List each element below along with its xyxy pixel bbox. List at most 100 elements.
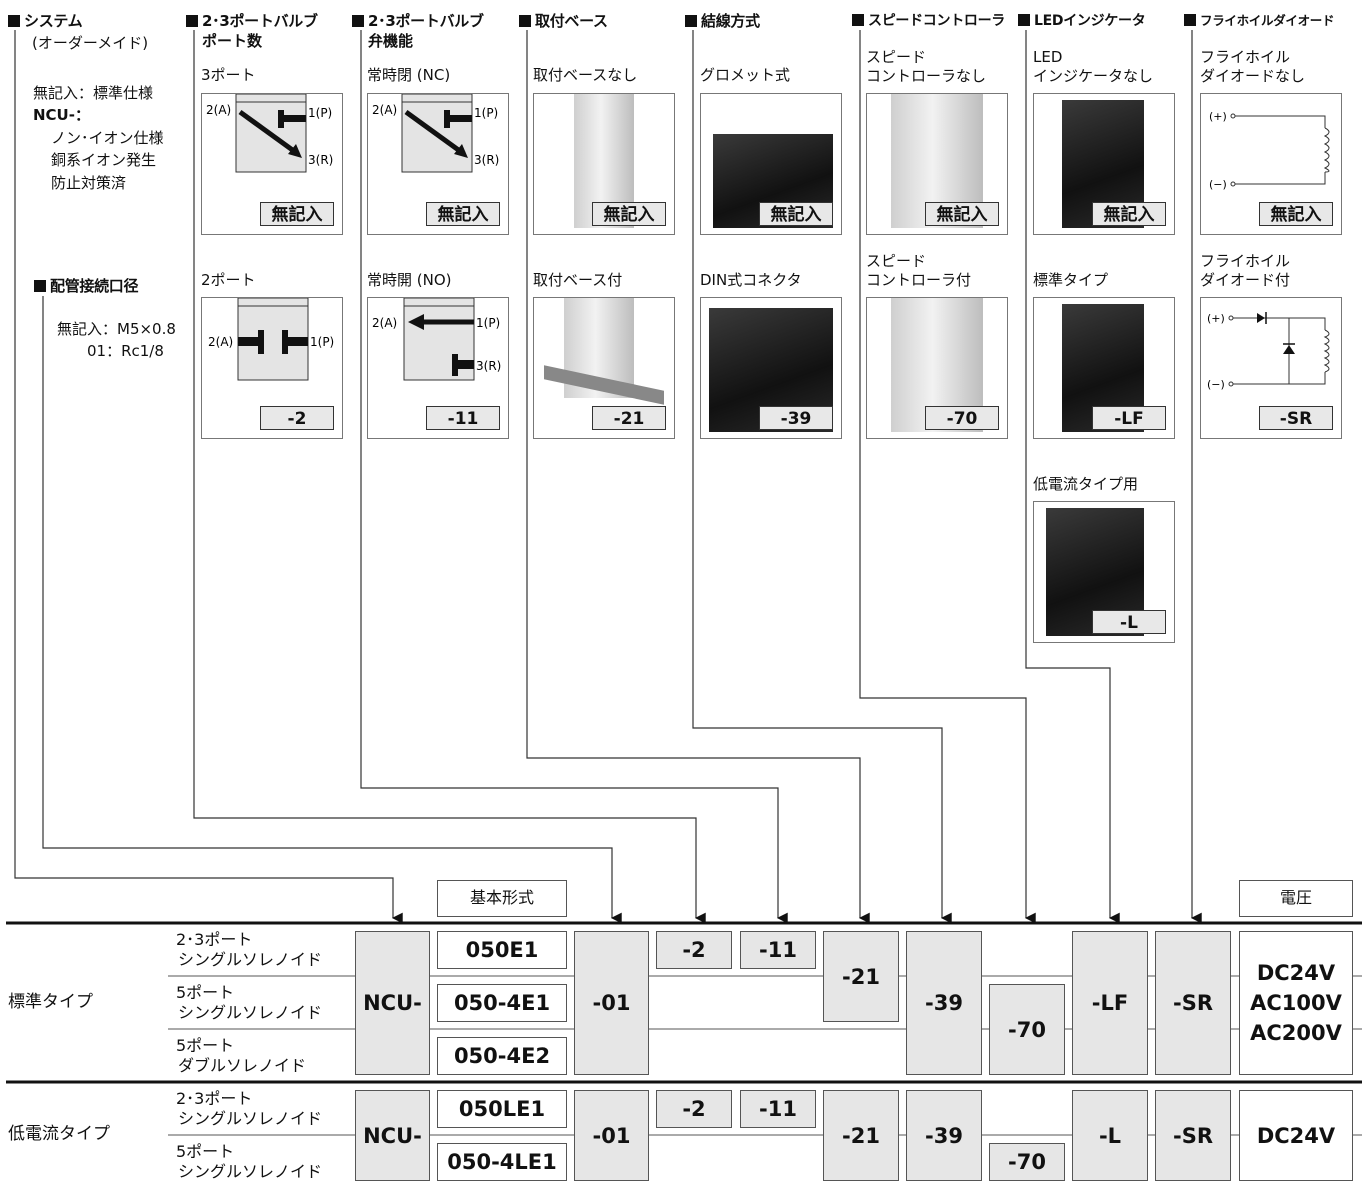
code-speed-with: -70 [925, 406, 999, 430]
std-row3-l2: ダブルソレノイド [178, 1056, 307, 1075]
base-opt1-label: 取付ベースなし [533, 66, 638, 84]
std-row2-l1: 5ポート [176, 983, 235, 1002]
led-opt2-label: 標準タイプ [1033, 271, 1109, 289]
low-code-wiring: -39 [906, 1090, 982, 1181]
card-base-with: -21 [533, 297, 675, 439]
valve-2port-symbol: 2(A) 1(P) [208, 298, 334, 381]
svg-text:3(R): 3(R) [476, 359, 501, 373]
std-code-led: -LF [1072, 931, 1148, 1075]
line-ports [193, 30, 706, 924]
line-speed [859, 30, 1036, 924]
group-standard: 標準タイプ [8, 992, 93, 1012]
func-opt2-label: 常時開 (NO) [367, 271, 452, 289]
svg-text:(+): (+) [1207, 312, 1225, 325]
svg-text:1(P): 1(P) [474, 106, 498, 120]
line-led [1025, 30, 1120, 924]
low-code-led: -L [1072, 1090, 1148, 1181]
code-led-low: -L [1092, 610, 1166, 634]
svg-text:2(A): 2(A) [372, 103, 397, 117]
group-low: 低電流タイプ [8, 1124, 110, 1144]
card-wiring-grommet: 無記入 [700, 93, 842, 235]
std-code-system: NCU- [355, 931, 430, 1075]
code-ports-2: -2 [260, 406, 334, 430]
system-opt-2: ノン･イオン仕様 [51, 129, 164, 147]
line-base [526, 30, 870, 924]
diode-circuit-symbol: (+) (−) [1207, 312, 1330, 391]
header-led: LEDインジケータ [1018, 10, 1146, 30]
std-model-2: 050-4E1 [437, 984, 567, 1022]
ports-opt1-label: 3ポート [201, 66, 256, 84]
card-led-none: 無記入 [1033, 93, 1175, 235]
code-base-none: 無記入 [592, 202, 666, 226]
low-code-speed: -70 [989, 1143, 1065, 1181]
header-system-sub: (オーダーメイド) [32, 34, 149, 52]
diode-opt2-label2: ダイオード付 [1200, 271, 1291, 289]
valve-3port-symbol: 2(A) 1(P) 3(R) [206, 94, 333, 173]
code-led-standard: -LF [1092, 406, 1166, 430]
low-row1-l2: シングルソレノイド [178, 1109, 323, 1128]
std-model-1: 050E1 [437, 931, 567, 969]
card-led-standard: -LF [1033, 297, 1175, 439]
low-model-2: 050-4LE1 [437, 1143, 567, 1181]
svg-text:(−): (−) [1207, 378, 1225, 391]
card-led-low: -L [1033, 501, 1175, 643]
card-diode-with: (+) (−) -SR [1200, 297, 1342, 439]
code-wiring-grommet: 無記入 [759, 202, 833, 226]
low-row2-l2: シングルソレノイド [178, 1162, 323, 1181]
svg-text:2(A): 2(A) [206, 103, 231, 117]
card-ports-3: 2(A) 1(P) 3(R) 無記入 [201, 93, 343, 235]
line-wiring [692, 30, 952, 924]
svg-text:2(A): 2(A) [372, 316, 397, 330]
led-opt1-label2: インジケータなし [1033, 67, 1154, 85]
line-system [14, 30, 403, 924]
low-code-port: -01 [574, 1090, 649, 1181]
low-voltage: DC24V [1239, 1090, 1353, 1181]
system-opt-3: 銅系イオン発生 [51, 151, 157, 169]
std-row1-l1: 2･3ポート [176, 930, 253, 949]
basic-model-tag: 基本形式 [437, 880, 567, 917]
system-opt-0: 無記入：標準仕様 [33, 84, 154, 102]
wiring-opt1-label: グロメット式 [700, 66, 791, 84]
low-code-func: -11 [740, 1090, 816, 1128]
std-code-base: -21 [823, 931, 899, 1022]
std-row3-l1: 5ポート [176, 1036, 235, 1055]
low-code-system: NCU- [355, 1090, 430, 1181]
led-opt3-label: 低電流タイプ用 [1033, 475, 1139, 493]
svg-text:(−): (−) [1209, 178, 1227, 191]
low-row1-l1: 2･3ポート [176, 1089, 253, 1108]
std-voltage-1: AC100V [1250, 991, 1342, 1015]
code-base-with: -21 [592, 406, 666, 430]
header-func: 2･3ポートバルブ [352, 10, 484, 31]
speed-opt1-label2: コントローラなし [866, 67, 987, 85]
diode-opt1-label1: フライホイル [1200, 48, 1291, 66]
valve-nc-symbol: 2(A) 1(P) 3(R) [372, 94, 499, 173]
low-row2-l1: 5ポート [176, 1142, 235, 1161]
std-code-ports: -2 [656, 931, 732, 969]
header-ports-2: ポート数 [202, 32, 263, 50]
code-func-no: -11 [426, 406, 500, 430]
std-code-diode: -SR [1155, 931, 1231, 1075]
base-opt2-label: 取付ベース付 [533, 271, 623, 289]
speed-opt2-label2: コントローラ付 [866, 271, 972, 289]
diode-opt2-label1: フライホイル [1200, 252, 1291, 270]
header-diode: フライホイルダイオード [1184, 10, 1335, 29]
std-model-3: 050-4E2 [437, 1037, 567, 1075]
header-port-size: 配管接続口径 [34, 275, 139, 296]
std-code-func: -11 [740, 931, 816, 969]
card-func-no: 2(A) 1(P) 3(R) -11 [367, 297, 509, 439]
svg-text:2(A): 2(A) [208, 335, 233, 349]
svg-text:1(P): 1(P) [308, 106, 332, 120]
card-diode-none: (+) (−) 無記入 [1200, 93, 1342, 235]
card-speed-with: -70 [866, 297, 1008, 439]
func-opt1-label: 常時閉 (NC) [367, 66, 451, 84]
code-speed-none: 無記入 [925, 202, 999, 226]
std-row2-l2: シングルソレノイド [178, 1003, 323, 1022]
coil-circuit-symbol: (+) (−) [1209, 110, 1330, 191]
led-opt1-label1: LED [1033, 48, 1063, 66]
std-voltage-0: DC24V [1256, 961, 1336, 985]
std-row1-l2: シングルソレノイド [178, 950, 323, 969]
header-speed: スピードコントローラ [852, 10, 1005, 30]
ports-opt2-label: 2ポート [201, 271, 256, 289]
std-code-port: -01 [574, 931, 649, 1075]
header-wiring: 結線方式 [685, 10, 760, 31]
